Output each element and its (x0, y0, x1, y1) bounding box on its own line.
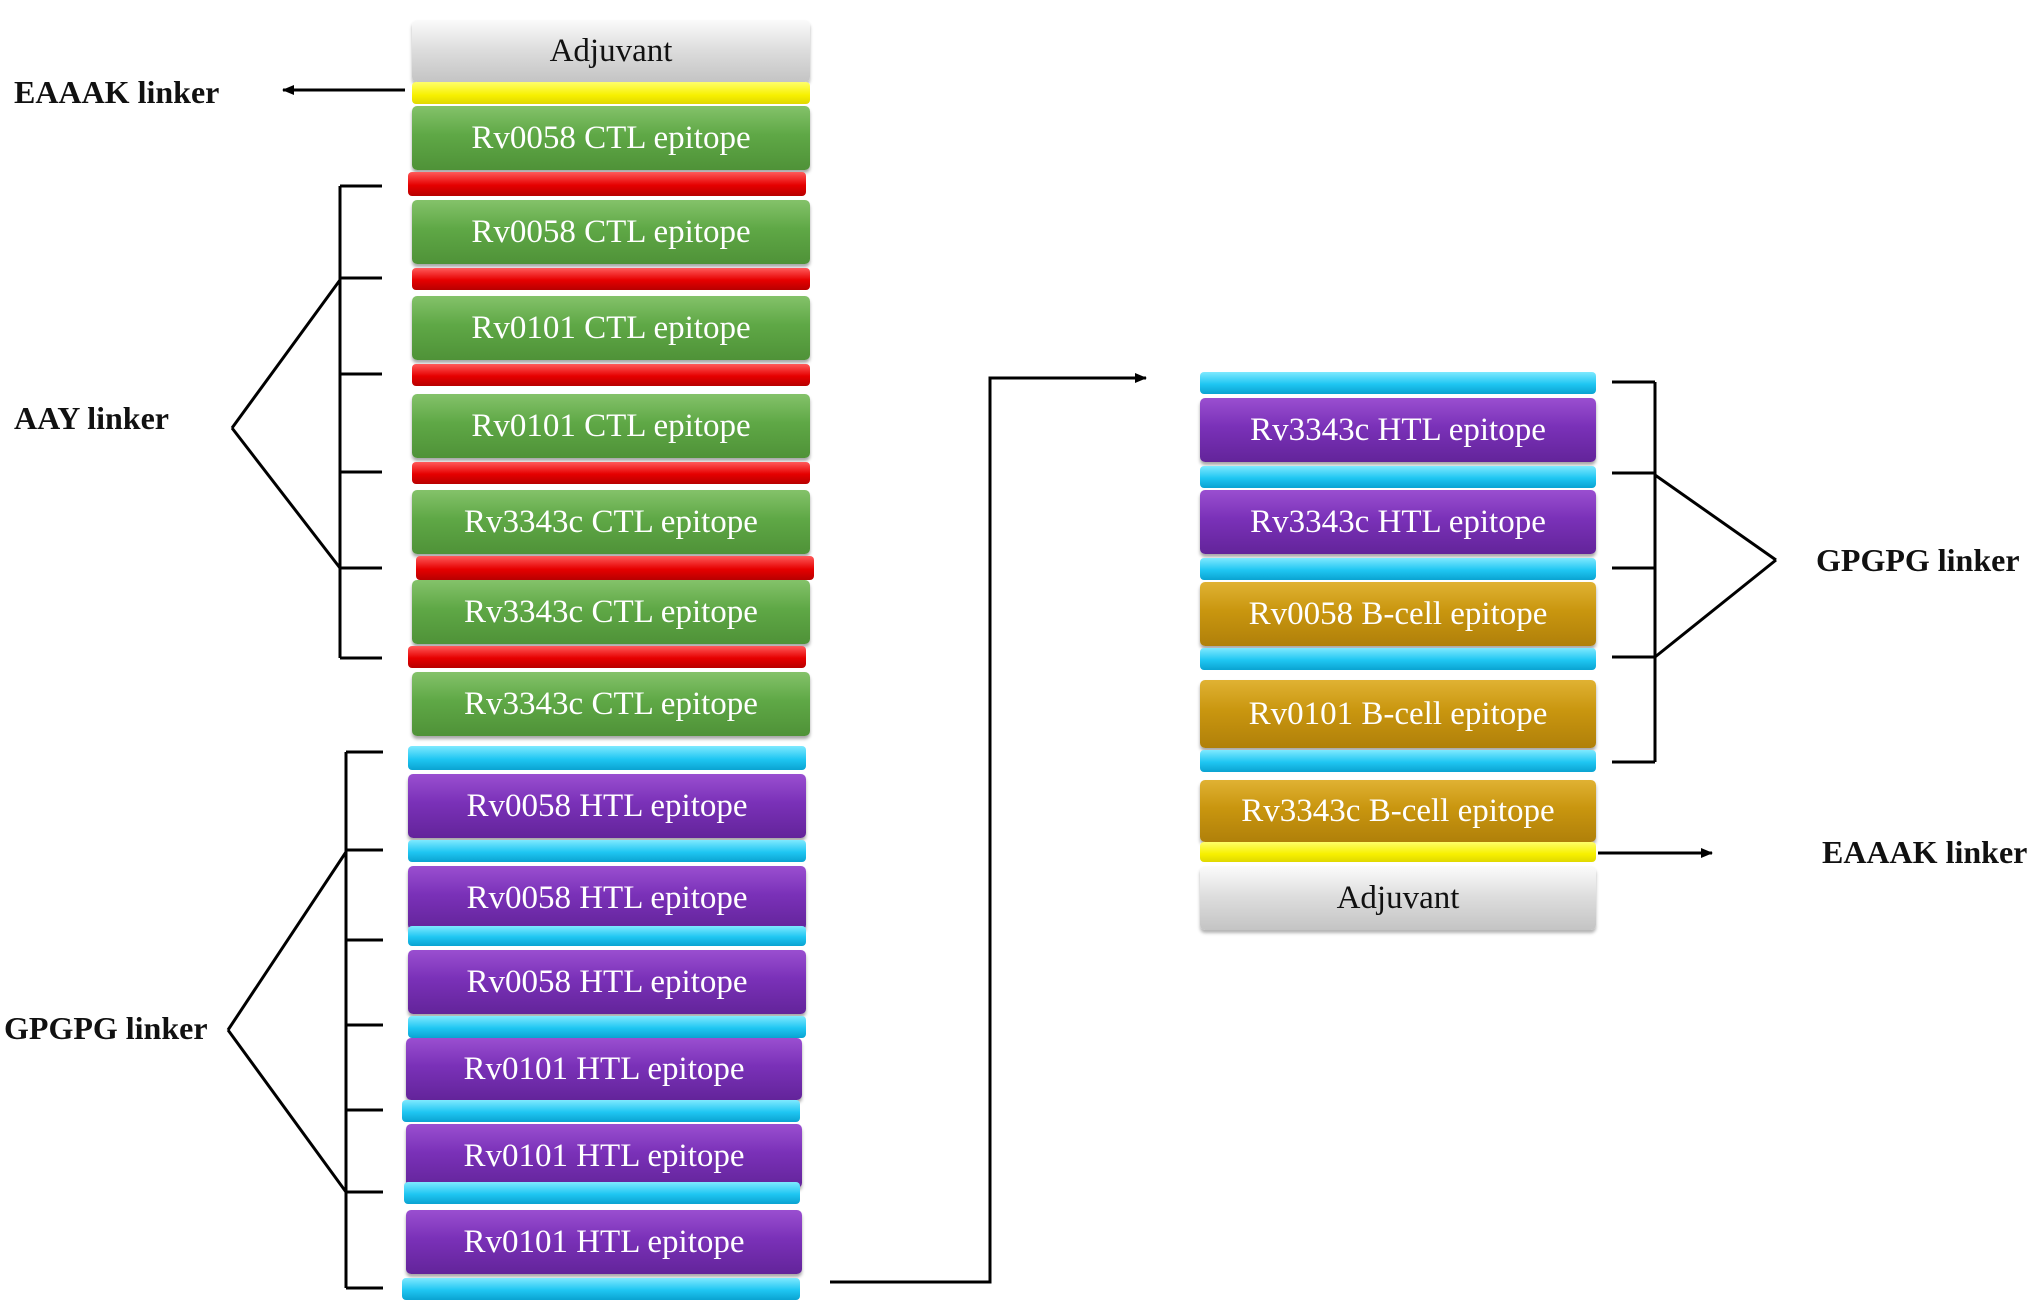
gpgpg-linker-bar (1200, 648, 1596, 670)
ctl-epitope-block: Rv0101 CTL epitope (412, 296, 810, 360)
gpgpg-linker-bar (408, 746, 806, 770)
bcell-epitope-block: Rv0101 B-cell epitope (1200, 680, 1596, 748)
gpgpg-linker-bar (1200, 372, 1596, 394)
aay-bracket (230, 184, 382, 660)
adjuvant-block: Adjuvant (1200, 866, 1596, 930)
eaaak-linker-bar (1200, 842, 1596, 862)
aay-linker-bar (416, 556, 814, 580)
ctl-epitope-block: Rv0101 CTL epitope (412, 394, 810, 458)
gpgpg-linker-bar (404, 1182, 800, 1204)
aay-linker-bar (412, 268, 810, 290)
ctl-epitope-block: Rv3343c CTL epitope (412, 580, 810, 644)
htl-epitope-block: Rv0101 HTL epitope (406, 1124, 802, 1188)
htl-epitope-block: Rv0058 HTL epitope (408, 866, 806, 930)
htl-epitope-block: Rv0058 HTL epitope (408, 774, 806, 838)
gpgpg-right-bracket (1612, 380, 1777, 764)
htl-epitope-block: Rv3343c HTL epitope (1200, 398, 1596, 462)
gpgpg-linker-bar (1200, 750, 1596, 772)
eaaak-linker-label-right: EAAAK linker (1822, 834, 2028, 870)
gpgpg-linker-bar (408, 926, 806, 946)
gpgpg-linker-bar (408, 840, 806, 862)
htl-epitope-block: Rv0101 HTL epitope (406, 1038, 802, 1100)
gpgpg-linker-bar (408, 1016, 806, 1038)
aay-linker-label: AAY linker (14, 400, 169, 436)
adjuvant-block: Adjuvant (412, 20, 810, 82)
bcell-epitope-block: Rv3343c B-cell epitope (1200, 780, 1596, 842)
aay-linker-bar (408, 172, 806, 196)
htl-epitope-block: Rv0101 HTL epitope (406, 1210, 802, 1274)
htl-epitope-block: Rv3343c HTL epitope (1200, 490, 1596, 554)
eaaak-linker-bar (412, 82, 810, 104)
gpgpg-linker-bar (402, 1100, 800, 1122)
ctl-epitope-block: Rv3343c CTL epitope (412, 490, 810, 554)
ctl-epitope-block: Rv0058 CTL epitope (412, 200, 810, 264)
gpgpg-linker-label-right: GPGPG linker (1816, 542, 2020, 578)
aay-linker-bar (412, 364, 810, 386)
continuation-connector (830, 373, 1147, 1284)
gpgpg-linker-label-left: GPGPG linker (4, 1010, 208, 1046)
gpgpg-linker-bar (1200, 558, 1596, 580)
aay-linker-bar (408, 646, 806, 668)
gpgpg-linker-bar (402, 1278, 800, 1300)
ctl-epitope-block: Rv0058 CTL epitope (412, 106, 810, 170)
bcell-epitope-block: Rv0058 B-cell epitope (1200, 582, 1596, 646)
gpgpg-left-bracket (226, 750, 383, 1290)
htl-epitope-block: Rv0058 HTL epitope (408, 950, 806, 1014)
gpgpg-linker-bar (1200, 466, 1596, 488)
eaaak-linker-label-left: EAAAK linker (14, 74, 220, 110)
aay-linker-bar (412, 462, 810, 484)
ctl-epitope-block: Rv3343c CTL epitope (412, 672, 810, 736)
